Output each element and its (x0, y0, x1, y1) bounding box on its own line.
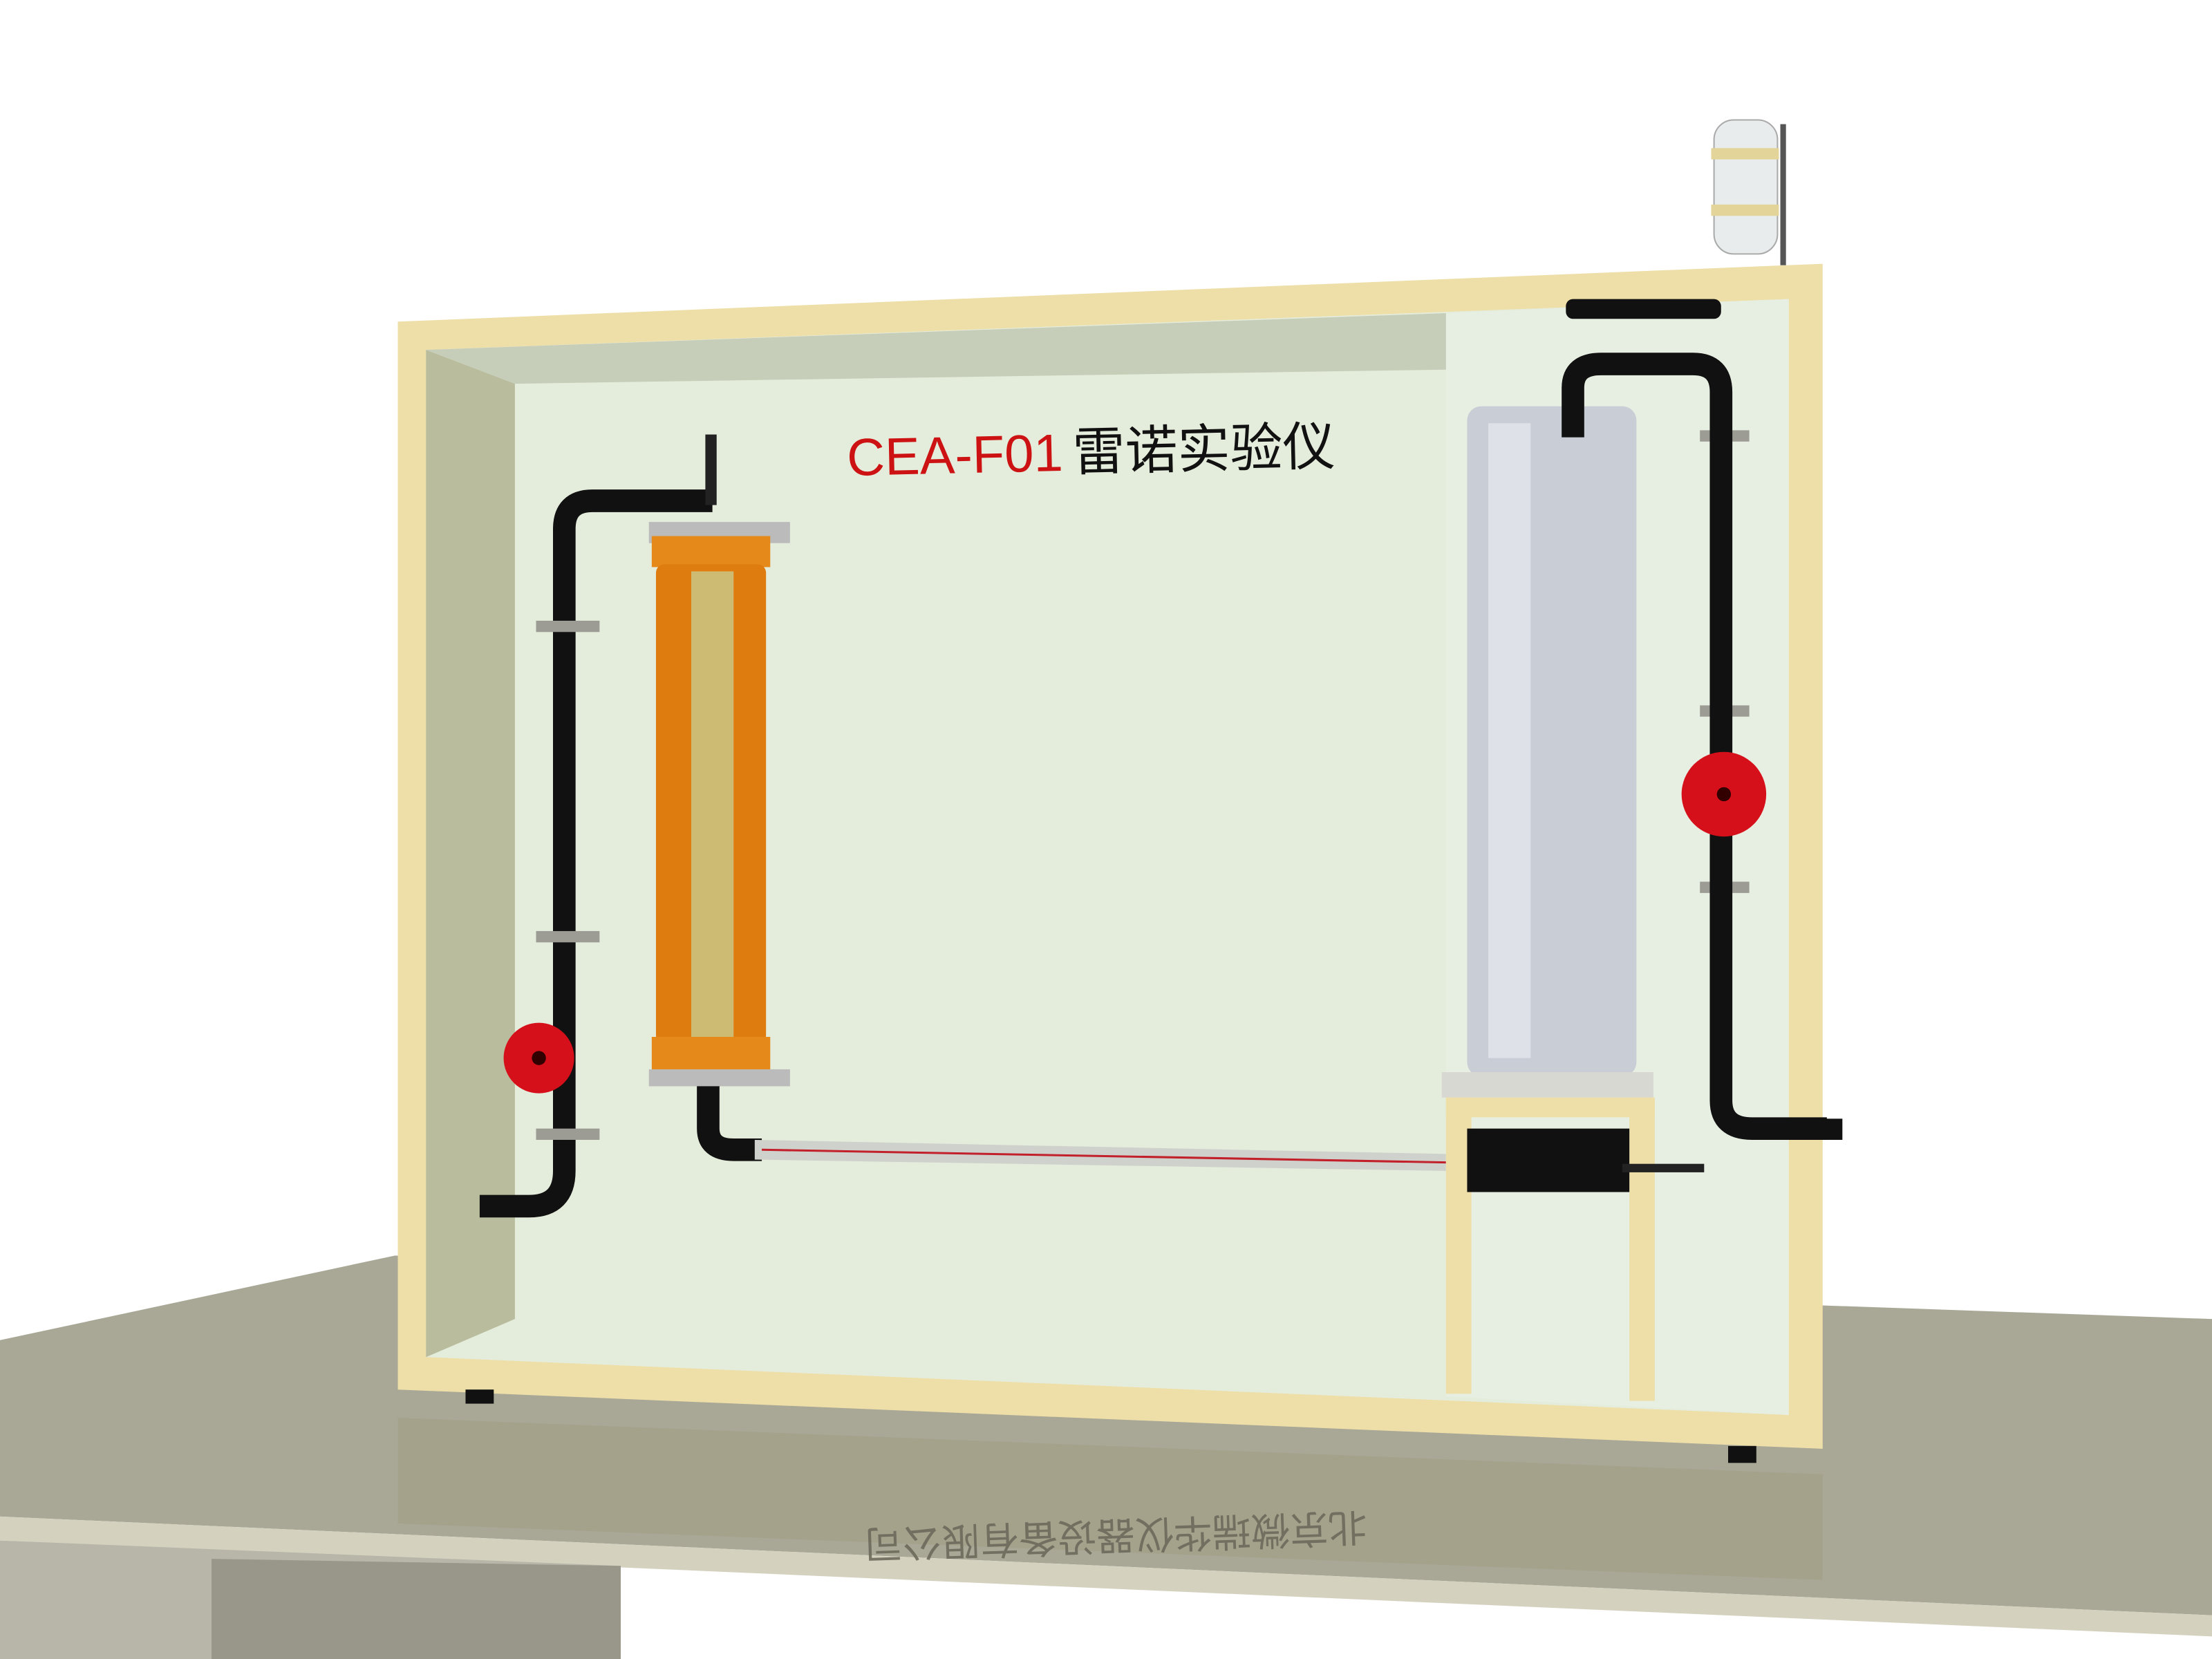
product-name: 雷诺实验仪 (1071, 415, 1336, 483)
frame-reflection (397, 1418, 1823, 1580)
top-inner-wall (426, 313, 1446, 384)
dye-bottle-band (1711, 148, 1779, 160)
left-pipe (479, 489, 713, 1218)
flange-top (651, 536, 771, 568)
water-tank-highlight (1488, 423, 1531, 1058)
tank-base (1441, 1072, 1653, 1098)
dye-bottle-band (1711, 204, 1779, 216)
dye-needle (1780, 124, 1786, 265)
bracket-bottom (648, 1069, 790, 1087)
drain-outlet (1822, 1118, 1843, 1140)
outlet-elbow (697, 1086, 762, 1161)
left-valve-icon[interactable] (503, 1022, 574, 1094)
flow-valve-handle (1622, 1163, 1705, 1172)
feet (465, 1389, 1756, 1463)
flange-bottom (651, 1037, 771, 1073)
right-pipe (1562, 353, 1827, 1140)
product-model: CEA-F01 (846, 423, 1064, 487)
right-valve-icon[interactable] (1681, 751, 1767, 837)
left-inner-wall (426, 350, 515, 1358)
glass-core (691, 571, 734, 1037)
inlet-rod (705, 434, 717, 505)
table-pedestal-side (212, 1559, 621, 1659)
flow-valve-body (1467, 1128, 1630, 1192)
dye-streak (762, 1148, 1446, 1164)
table-front-edge (0, 1516, 2212, 1637)
top-connector (1566, 299, 1721, 319)
dye-bottle (1713, 119, 1779, 255)
tank-stand (1445, 1097, 1655, 1401)
